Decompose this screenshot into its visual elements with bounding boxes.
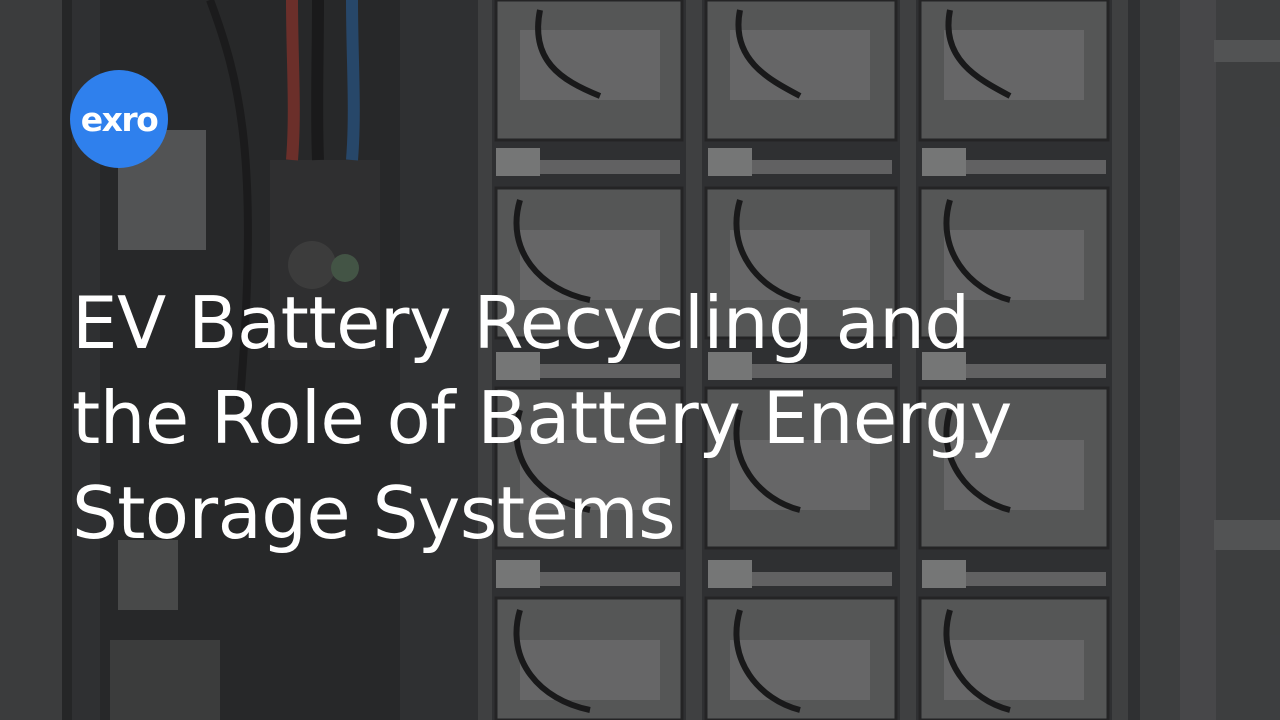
exro-logo: exro: [70, 70, 168, 168]
headline-line-2: the Role of Battery Energy: [72, 376, 1012, 460]
headline-line-3: Storage Systems: [72, 471, 676, 555]
logo-wordmark: exro: [80, 99, 159, 139]
headline: EV Battery Recycling and the Role of Bat…: [72, 276, 1222, 561]
headline-line-1: EV Battery Recycling and: [72, 281, 970, 365]
